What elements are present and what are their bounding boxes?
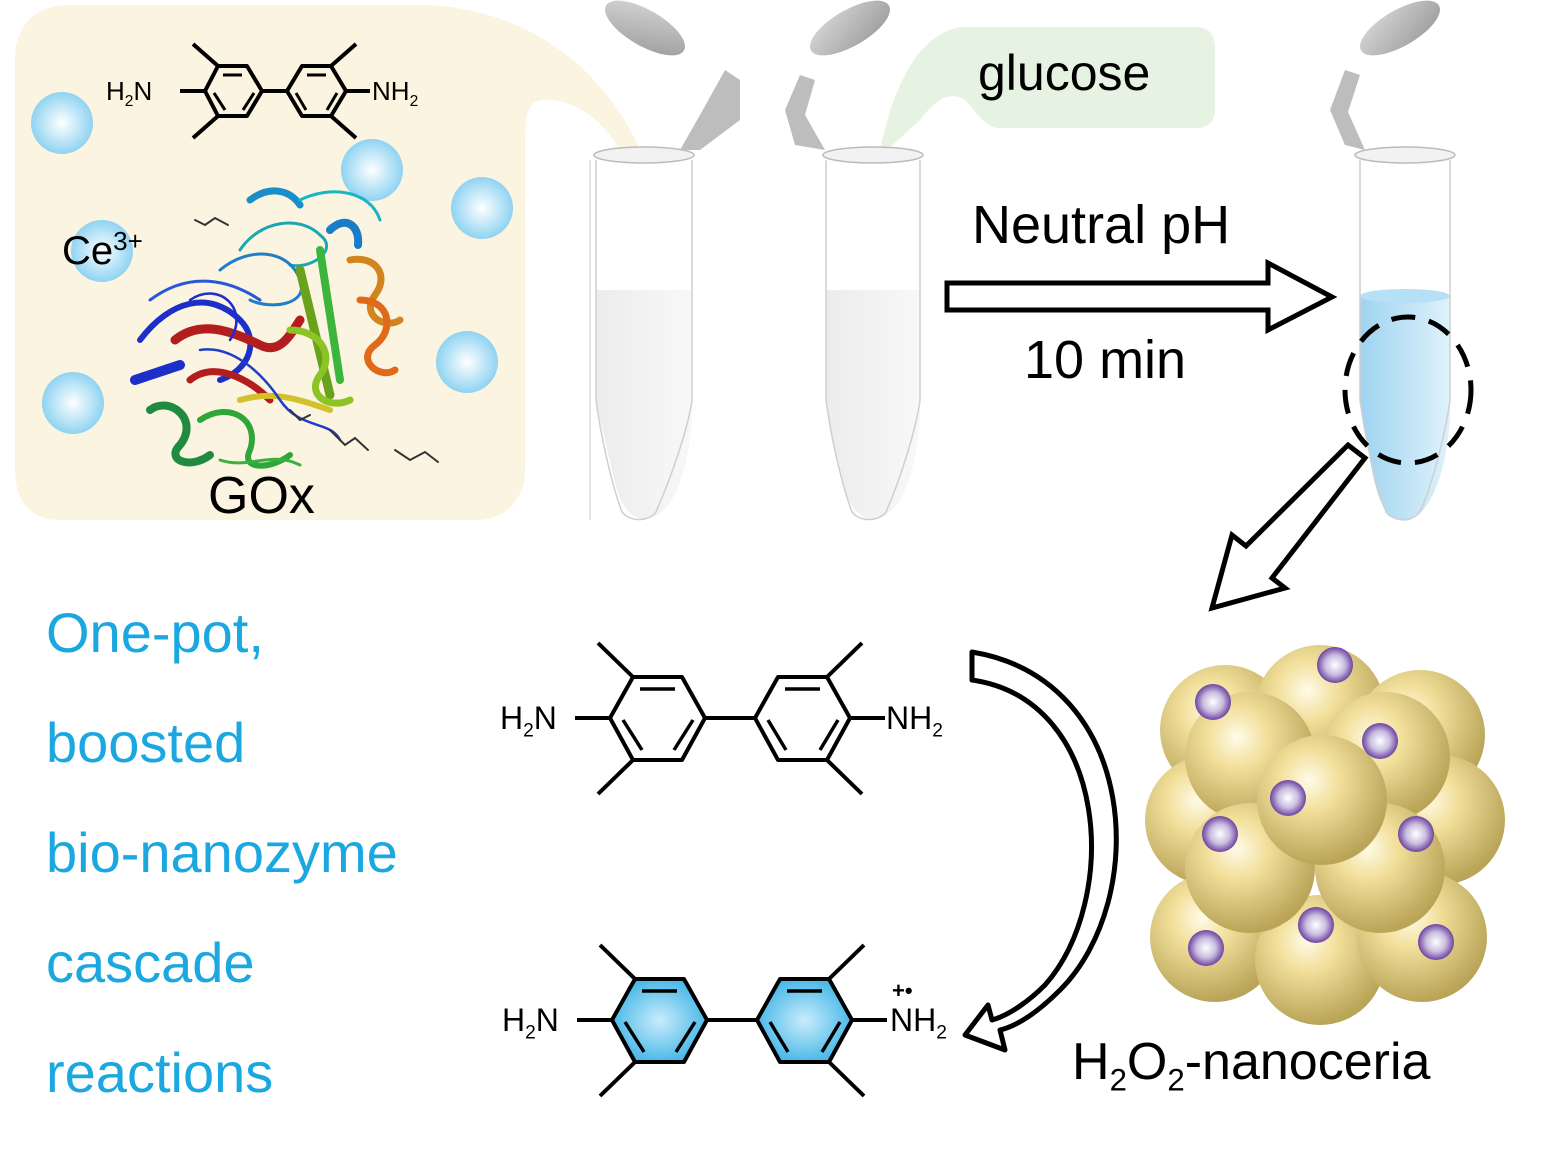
ce-ion-ball: [451, 177, 513, 239]
ce-dopant-dot: [1188, 930, 1224, 966]
reaction-condition-ph: Neutral pH: [972, 195, 1231, 255]
ce-ion-ball: [341, 139, 403, 201]
radical-cation-mark: +•: [892, 978, 913, 1003]
ce-ion-ball: [31, 92, 93, 154]
tube-3: [1330, 0, 1474, 521]
nanoceria-label: H2O2-nanoceria: [1072, 1033, 1431, 1098]
tmb-oxidized-right-group: NH2: [890, 1002, 947, 1044]
nanoceria-cluster: [1145, 645, 1505, 1025]
tmb-right-group: NH2: [372, 76, 419, 111]
ce-dopant-dot: [1298, 907, 1334, 943]
title-line-1: One-pot,: [46, 601, 264, 664]
ce-ion-ball: [71, 220, 133, 282]
tube-1: [589, 0, 740, 521]
glucose-label: glucose: [978, 45, 1151, 101]
tmb-molecule-panel: [180, 42, 370, 140]
tmb-molecule-oxidized: [577, 943, 887, 1098]
reagent-panel: [15, 5, 640, 520]
zoom-circle: [1342, 314, 1474, 466]
ce-dopant-dot: [1418, 924, 1454, 960]
ce-dopant-dot: [1398, 816, 1434, 852]
ce-ion-ball: [436, 331, 498, 393]
title-line-2: boosted: [46, 711, 246, 774]
curved-arrow: [962, 649, 1119, 1053]
diagonal-arrow: [1208, 441, 1369, 612]
reaction-condition-time: 10 min: [1024, 330, 1187, 390]
ce-dopant-dot: [1362, 723, 1398, 759]
title-line-4: cascade: [46, 931, 255, 994]
ce-ion-ball: [42, 372, 104, 434]
gox-label: GOx: [208, 467, 315, 525]
title-line-3: bio-nanozyme: [46, 821, 398, 884]
glucose-bubble: [880, 27, 1215, 152]
reaction-arrow: [944, 258, 1338, 335]
tmb-reduced-right-group: NH2: [886, 700, 943, 742]
tmb-reduced-left-group: H2N: [500, 700, 557, 742]
tmb-oxidized-left-group: H2N: [502, 1002, 559, 1044]
tmb-molecule-reduced: [575, 641, 885, 796]
gox-protein-illustration: [130, 187, 439, 469]
title-line-5: reactions: [46, 1041, 274, 1104]
ce-dopant-dot: [1270, 780, 1306, 816]
ce-dopant-dot: [1317, 647, 1353, 683]
tube-2: [785, 0, 924, 521]
tmb-left-group: H2N: [106, 76, 153, 111]
ce-ion-label: Ce3+: [62, 226, 143, 273]
ce-dopant-dot: [1195, 684, 1231, 720]
ce-dopant-dot: [1202, 816, 1238, 852]
